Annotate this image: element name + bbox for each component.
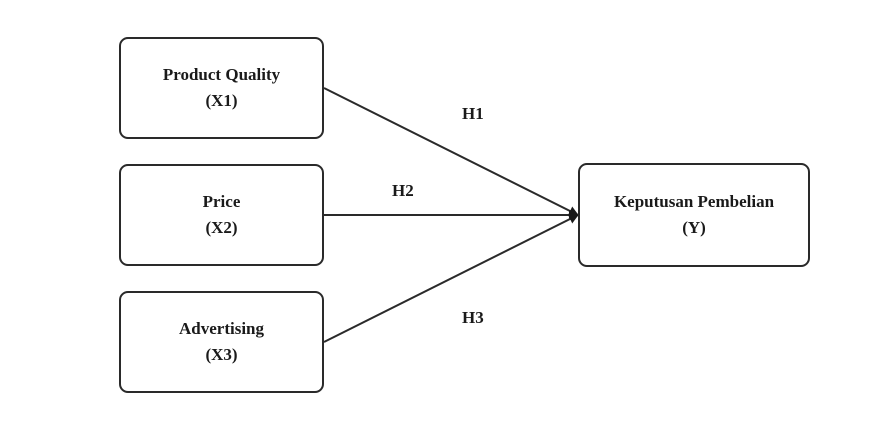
node-advertising: Advertising (X3) — [119, 291, 324, 393]
hypothesis-label-h2: H2 — [392, 181, 414, 200]
node-product-quality: Product Quality (X1) — [119, 37, 324, 139]
node-label: Product Quality — [162, 65, 281, 84]
node-code: (X2) — [205, 218, 238, 237]
hypothesis-label-h1: H1 — [462, 104, 484, 123]
node-label: Keputusan Pembelian — [613, 192, 775, 211]
node-price: Price (X2) — [119, 164, 324, 266]
node-label: Advertising — [179, 319, 264, 338]
node-keputusan-pembelian: Keputusan Pembelian (Y) — [578, 163, 810, 267]
node-code: (Y) — [682, 218, 706, 237]
node-code: (X3) — [205, 345, 238, 364]
arrow-h3 — [323, 214, 579, 343]
node-label: Price — [202, 192, 241, 211]
hypothesis-label-h3: H3 — [462, 308, 484, 327]
arrow-h1 — [323, 87, 579, 216]
node-code: (X1) — [205, 91, 238, 110]
